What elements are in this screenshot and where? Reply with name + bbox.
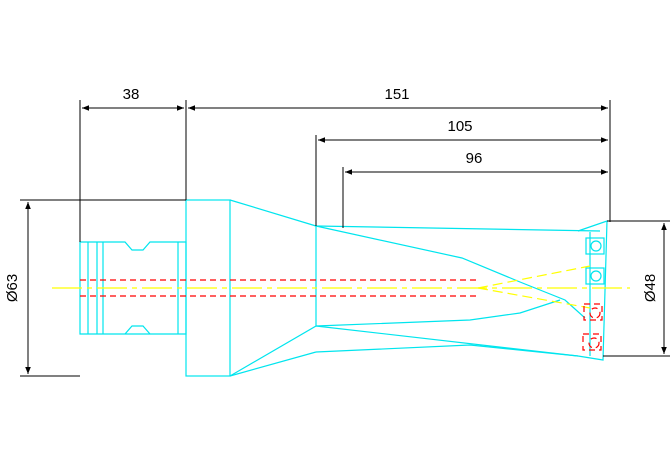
dim-text-105: 105: [447, 118, 472, 135]
centerline: [52, 265, 630, 309]
cutting-head: [577, 220, 608, 361]
dim-text-d63: Ø63: [4, 274, 21, 302]
dim-text-96: 96: [466, 150, 483, 167]
dimension-lines: [20, 100, 670, 377]
cone-body: [229, 199, 601, 377]
dim-text-38: 38: [123, 86, 140, 103]
coolant-channels: [80, 279, 603, 351]
dim-text-d48: Ø48: [642, 274, 659, 302]
tool-body: [79, 199, 608, 377]
dimension-texts: 38 151 105 96 Ø63 Ø48: [4, 86, 659, 302]
flange: [185, 199, 231, 377]
dim-text-151: 151: [384, 86, 409, 103]
